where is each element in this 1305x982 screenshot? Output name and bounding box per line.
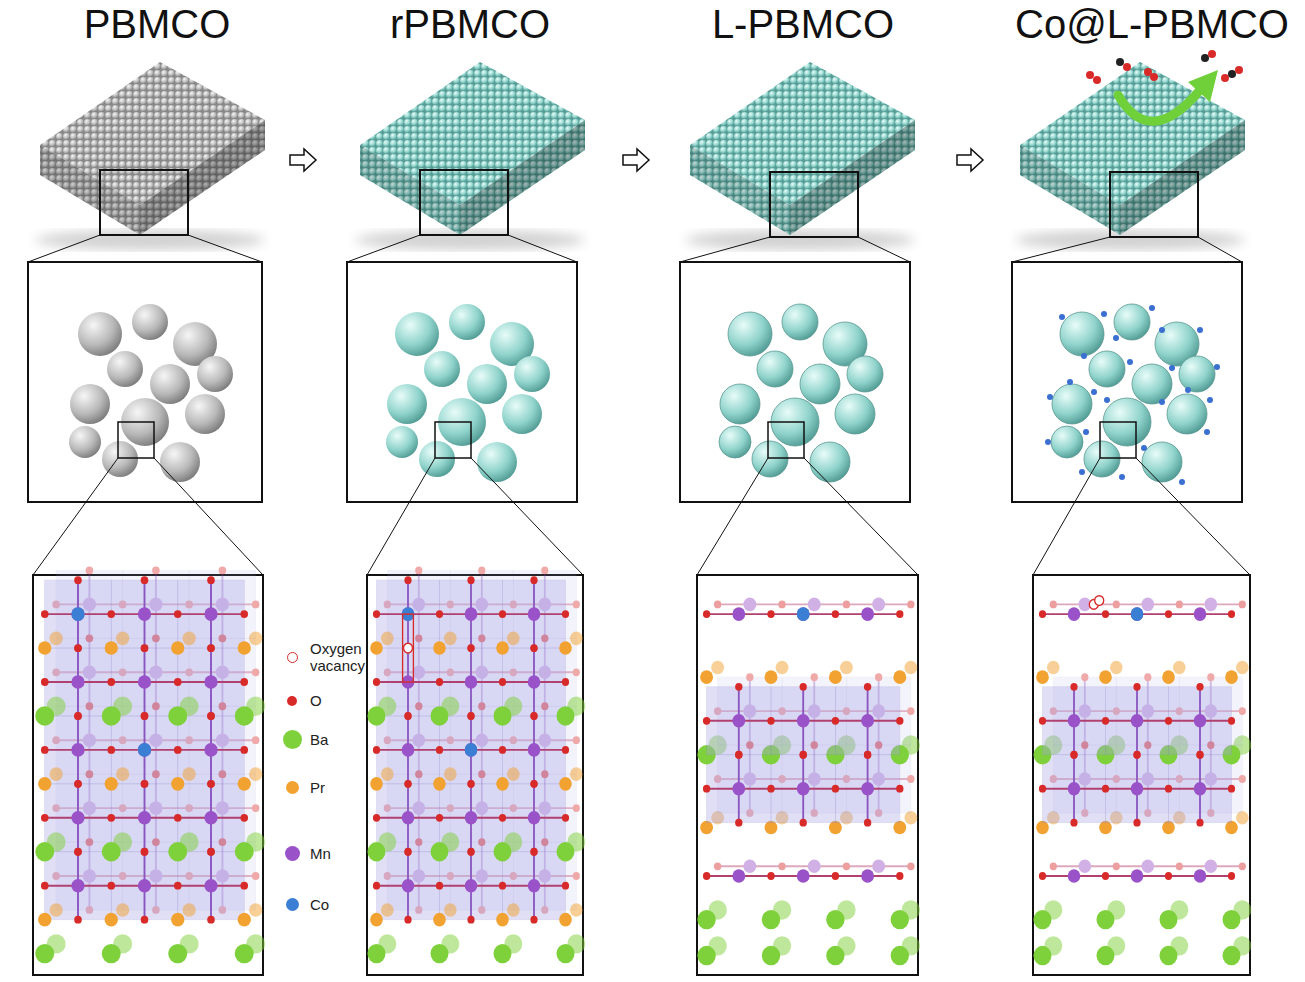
legend-row: Pr <box>282 779 372 796</box>
co-l-pbmco-slab <box>1020 62 1245 235</box>
legend-row: Ba <box>282 730 372 749</box>
legend-swatch-holder <box>282 898 302 911</box>
legend-text: O <box>310 692 372 709</box>
reaction-arrowhead <box>1188 70 1218 102</box>
legend-row: Oxygen vacancy <box>282 640 372 675</box>
legend-swatch-holder <box>282 781 302 794</box>
panel-title: rPBMCO <box>390 2 550 46</box>
legend-text: Mn <box>310 845 372 862</box>
particle-clusters <box>69 304 1220 485</box>
rpbmco-slab <box>360 62 585 235</box>
particle-zoom-frames <box>118 422 1136 458</box>
slab-shadows <box>35 230 1245 250</box>
legend-swatch <box>286 898 299 911</box>
pbmco-slab <box>40 62 265 235</box>
legend-swatch <box>283 730 302 749</box>
legend-text: Pr <box>310 779 372 796</box>
zoom-lines <box>28 235 1242 262</box>
process-arrows <box>290 149 983 171</box>
zoom-frames <box>100 170 1198 237</box>
panel-title: PBMCO <box>84 2 231 46</box>
particle-zoom-lines <box>33 458 1250 575</box>
legend-swatch-holder <box>282 652 302 663</box>
legend-text: Ba <box>310 731 372 748</box>
legend-text: Oxygen vacancy <box>310 640 372 675</box>
legend-swatch-holder <box>282 846 302 861</box>
legend-row: Mn <box>282 845 372 862</box>
panel-title: Co@L-PBMCO <box>1015 2 1289 46</box>
legend-swatch-holder <box>282 730 302 749</box>
legend-swatch-holder <box>282 696 302 706</box>
crystal-structures <box>35 567 1251 966</box>
reaction-arrow <box>1118 90 1200 121</box>
legend-row: Co <box>282 896 372 913</box>
gas-molecules <box>1086 50 1243 84</box>
legend-row: O <box>282 692 372 709</box>
panel-title: L-PBMCO <box>712 2 894 46</box>
legend-swatch <box>287 696 297 706</box>
l-pbmco-slab <box>690 62 915 235</box>
legend-text: Co <box>310 896 372 913</box>
vacancy-symbol <box>287 652 298 663</box>
particle-frames <box>28 262 1242 502</box>
legend-swatch <box>286 781 299 794</box>
legend-swatch <box>285 846 300 861</box>
